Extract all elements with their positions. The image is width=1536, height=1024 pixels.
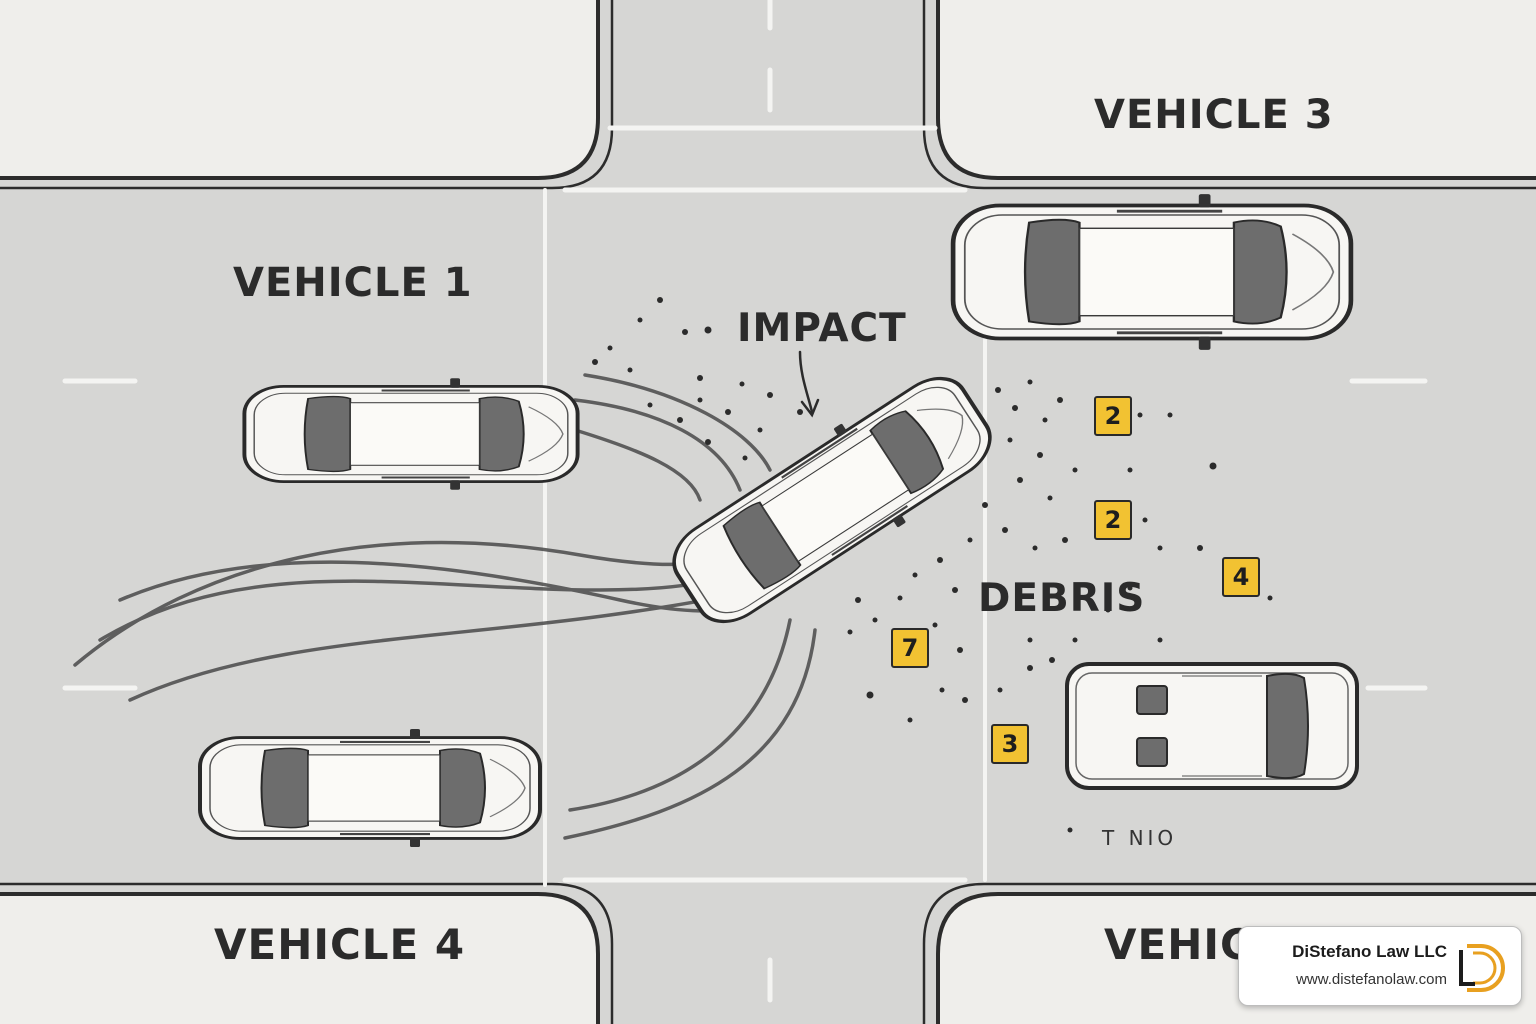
impact-arrow	[798, 350, 820, 418]
vehicle-1-label: VEHICLE 1	[233, 260, 473, 306]
evidence-marker: 4	[1222, 557, 1260, 597]
evidence-marker: 3	[991, 724, 1029, 764]
van	[1065, 662, 1359, 790]
law-firm-logo-icon	[1459, 944, 1505, 992]
vehicle-1-car	[242, 376, 580, 492]
vehicle-3-label: VEHICLE 3	[1094, 92, 1334, 138]
handwritten-note: T NIO	[1102, 826, 1178, 850]
brand-name: DiStefano Law LLC	[1292, 942, 1447, 961]
evidence-marker: 7	[891, 628, 929, 668]
impact-label: IMPACT	[737, 306, 907, 351]
vehicle-4-car	[198, 726, 542, 850]
debris-scatter	[592, 297, 1273, 833]
evidence-marker: 2	[1094, 500, 1132, 540]
vehicle-3-car	[953, 194, 1351, 350]
brand-card[interactable]: DiStefano Law LLC www.distefanolaw.com	[1238, 926, 1522, 1006]
vehicle-4-label: VEHICLE 4	[214, 920, 466, 969]
evidence-marker: 2	[1094, 396, 1132, 436]
brand-url[interactable]: www.distefanolaw.com	[1296, 971, 1447, 988]
debris-label: DEBRIS	[978, 576, 1146, 621]
